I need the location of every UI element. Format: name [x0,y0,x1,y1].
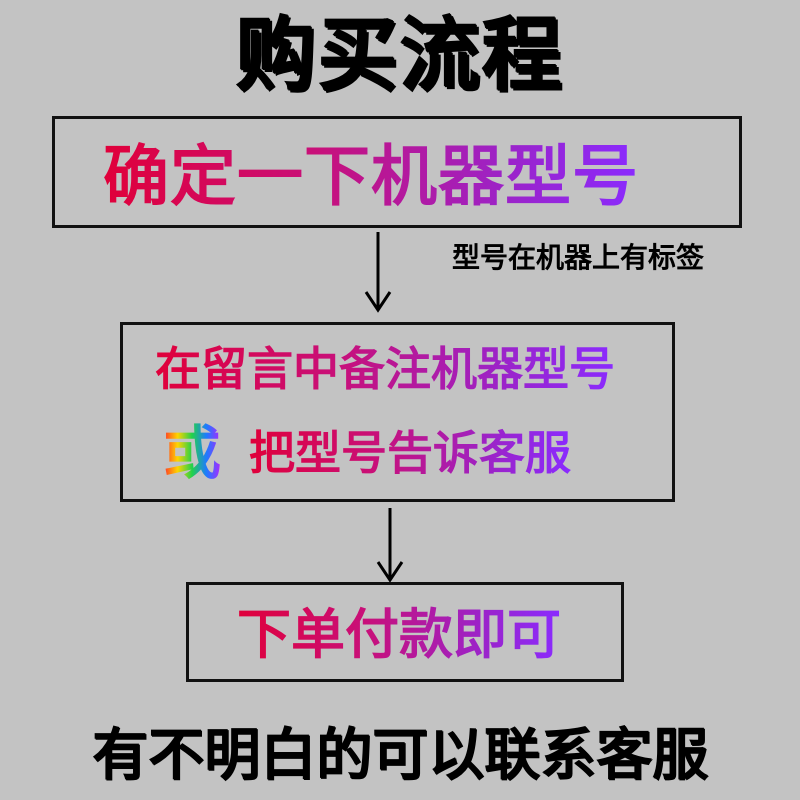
step-2-alt-label: 把型号告诉客服 [249,423,571,483]
step-3-box: 下单付款即可 [186,582,624,682]
step-1-box: 确定一下机器型号 [52,116,742,228]
footer-note: 有不明白的可以联系客服 [92,723,708,788]
step-3-label: 下单付款即可 [237,603,561,666]
page-title: 购买流程 [236,9,564,102]
step-2-box: 在留言中备注机器型号 或 把型号告诉客服 [120,322,675,502]
step-1-note: 型号在机器上有标签 [452,241,705,274]
or-label: 或 [163,419,222,487]
step-1-label: 确定一下机器型号 [103,138,639,215]
step-2-label: 在留言中备注机器型号 [155,339,615,399]
arrow-down-icon [376,508,404,583]
arrow-down-icon [364,232,392,313]
